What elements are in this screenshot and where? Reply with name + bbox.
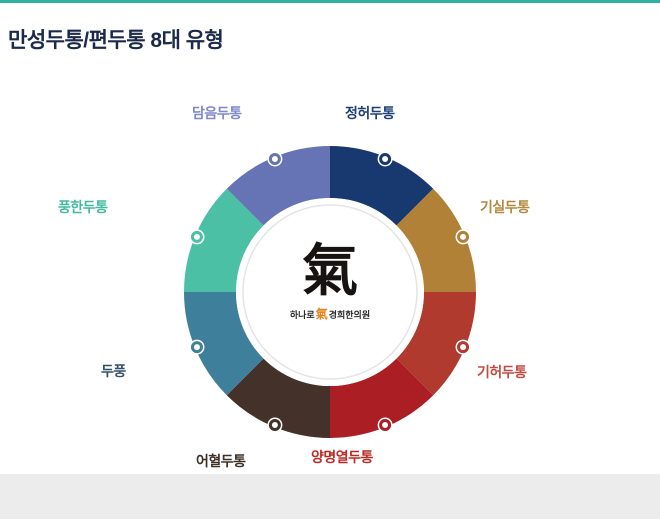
segment-marker-jeongheo [379,152,392,165]
segment-marker-dameum [268,152,281,165]
clinic-name-prefix: 하나로 [289,310,315,320]
segment-label-punghan: 풍한두통 [58,199,108,215]
qi-small-glyph: 氣 [315,307,328,321]
qi-calligraphy-glyph: 氣 [302,238,358,304]
donut-segment-dameum [226,146,330,226]
donut-segment-punghan [184,188,264,292]
segment-marker-giheo [457,341,470,354]
page-title: 만성두통/편두통 8대 유형 [8,29,224,52]
donut-segment-yangmyeongyeol [330,358,434,438]
segment-marker-yangmyeongyeol [379,419,392,432]
footer-band [0,474,660,519]
top-accent-bar [0,0,660,3]
segment-label-dupung: 두풍 [101,363,126,379]
donut-center-circle [236,198,424,386]
segment-marker-eohyeol [268,419,281,432]
clinic-name-suffix: 경희한의원 [328,310,371,320]
segment-label-jeongheo: 정허두통 [345,105,395,121]
segment-marker-gisil [457,230,470,243]
segment-label-yangmyeongyeol: 양명열두통 [311,449,373,465]
donut-segment-jeongheo [330,146,434,226]
donut-segment-gisil [396,188,476,292]
segment-label-giheo: 기허두통 [477,364,527,380]
segment-label-gisil: 기실두통 [480,199,530,215]
segment-label-dameum: 담음두통 [192,105,242,121]
donut-segment-giheo [396,292,476,396]
segment-marker-dupung [190,341,203,354]
donut-segment-eohyeol [226,358,330,438]
donut-center-ring [242,204,418,380]
clinic-logo: 氣 하나로氣경희한의원 [230,240,430,345]
donut-segment-dupung [184,292,264,396]
segment-marker-punghan [190,230,203,243]
segment-label-eohyeol: 어혈두통 [196,453,246,469]
clinic-name: 하나로氣경희한의원 [230,305,430,322]
